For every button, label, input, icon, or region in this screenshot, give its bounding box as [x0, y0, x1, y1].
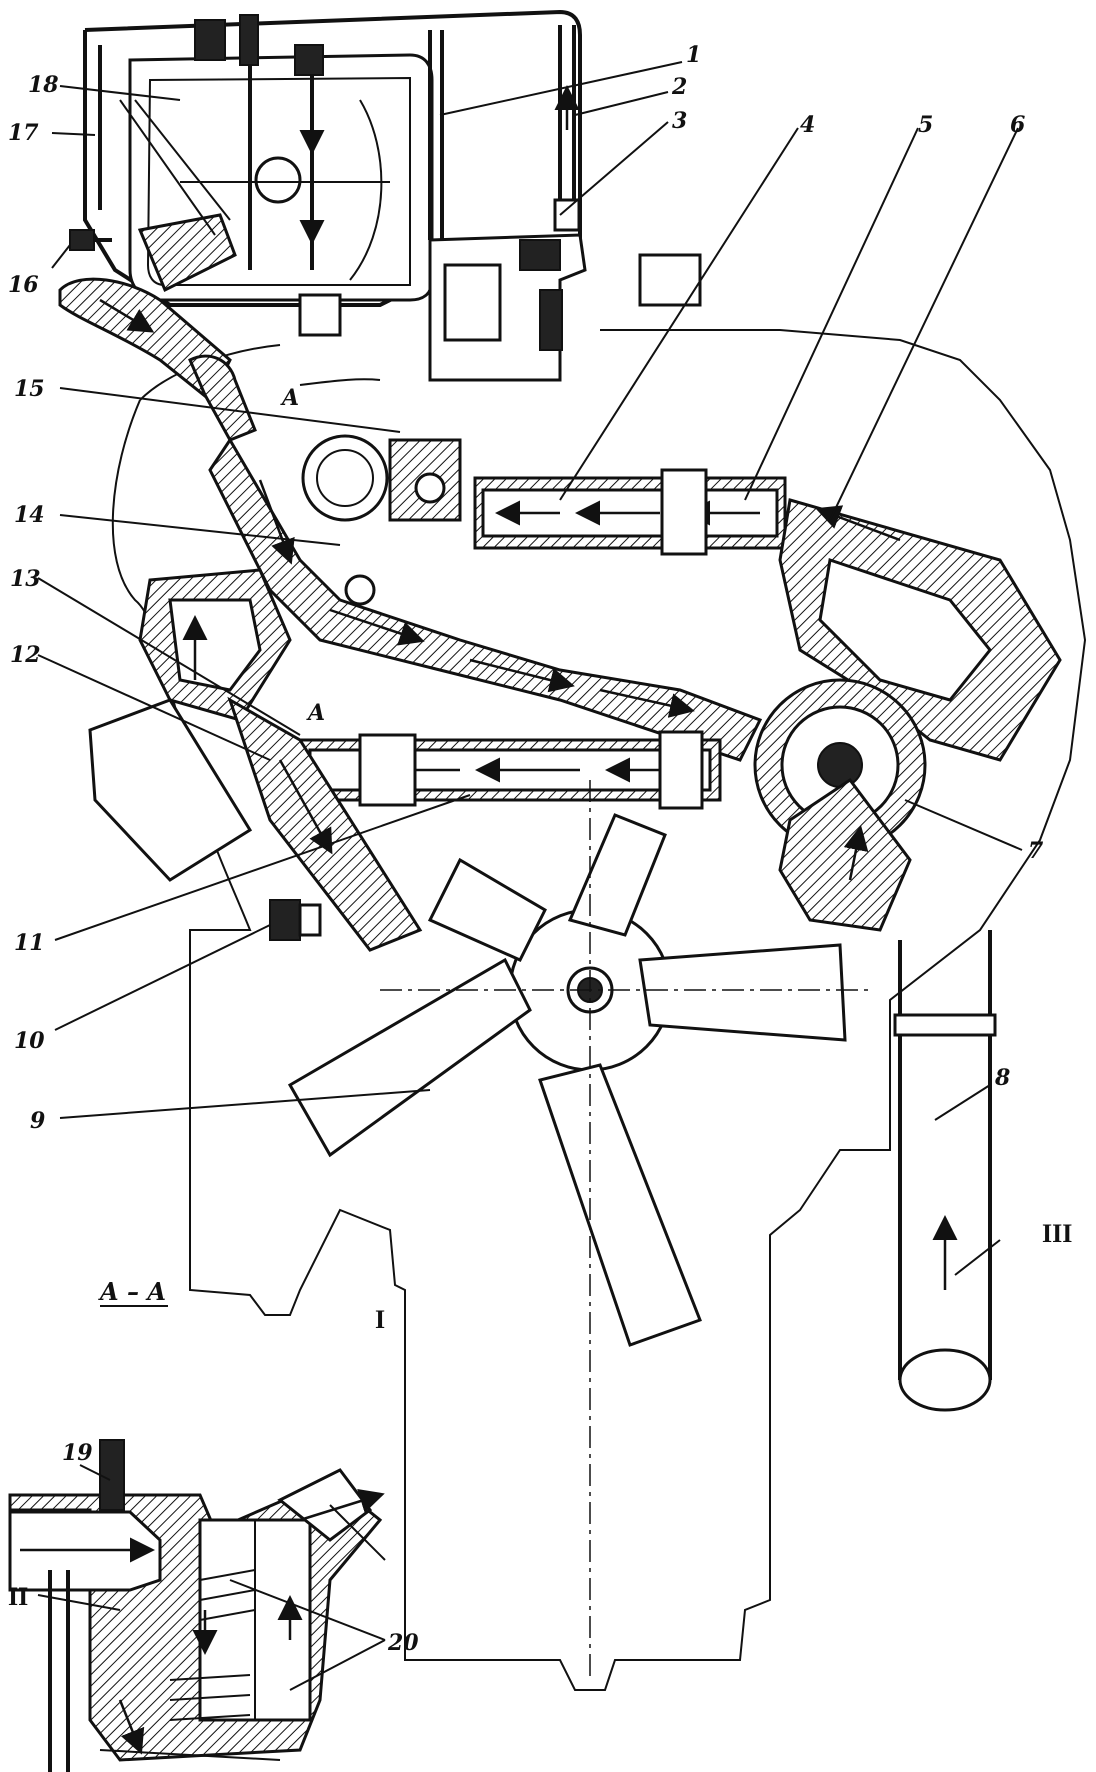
left-cylinder-head-12-13 — [88, 568, 423, 952]
right-cylinder-head-6 — [778, 498, 1062, 762]
callout-5: 5 — [918, 112, 933, 138]
callout-9: 9 — [30, 1108, 45, 1134]
section-a-a-detail — [8, 1439, 385, 1772]
callout-19: 19 — [62, 1440, 93, 1466]
callout-4: 4 — [800, 112, 815, 138]
callout-17: 17 — [8, 120, 39, 146]
callout-3: 3 — [672, 108, 687, 134]
callout-10: 10 — [14, 1028, 45, 1054]
callout-leaders — [37, 61, 1023, 1691]
callout-16: 16 — [8, 272, 39, 298]
callout-2: 2 — [671, 74, 687, 100]
lower-water-pipe-11 — [298, 730, 722, 810]
callout-6: 6 — [1010, 112, 1025, 138]
upper-water-pipe-4 — [473, 468, 787, 556]
flow-mark-i: I — [375, 1305, 385, 1334]
callout-7: 7 — [1028, 838, 1044, 864]
water-pump-7 — [753, 678, 927, 932]
cooling-fan-9 — [287, 780, 870, 1680]
section-mark-a-lower: A — [306, 700, 325, 726]
callout-18: 18 — [28, 72, 59, 98]
water-outlet-14-15 — [58, 277, 763, 762]
section-mark-a-upper: A — [280, 385, 299, 411]
radiator-inlet-pipe-8 — [893, 930, 997, 1412]
flow-mark-ii: II — [8, 1582, 28, 1611]
callout-20: 20 — [387, 1630, 419, 1656]
steam-pipes-1-2 — [428, 25, 581, 240]
temperature-sensor-10 — [269, 899, 322, 941]
flow-mark-iii: III — [1042, 1219, 1072, 1248]
callout-14: 14 — [14, 502, 45, 528]
callout-labels: 1 2 3 4 5 6 7 8 9 10 11 12 13 14 15 16 1… — [8, 42, 1044, 1656]
callout-13: 13 — [10, 566, 41, 592]
callout-15: 15 — [14, 376, 45, 402]
callout-11: 11 — [14, 930, 45, 956]
callout-12: 12 — [10, 642, 41, 668]
expansion-tank-18 — [83, 9, 582, 337]
callout-8: 8 — [994, 1065, 1010, 1091]
callout-1: 1 — [686, 42, 701, 68]
valve-box-3 — [428, 233, 702, 382]
section-title: A – A — [98, 1277, 166, 1306]
drain-cock-16 — [69, 229, 112, 251]
section-and-flow-marks: A A A – A I II III — [8, 385, 1072, 1611]
